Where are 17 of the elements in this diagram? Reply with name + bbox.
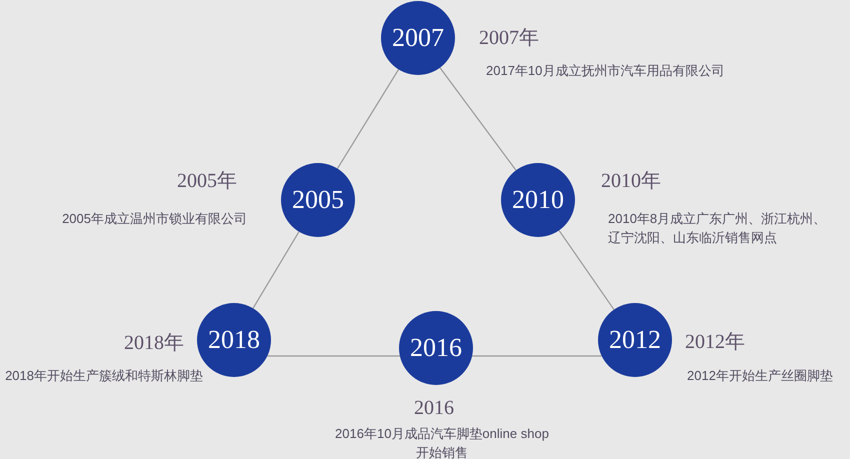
year-heading: 2005年 xyxy=(177,169,237,193)
connector-line xyxy=(336,69,400,169)
connector-line xyxy=(440,67,516,171)
year-heading: 2016 xyxy=(414,396,454,420)
year-heading: 2007年 xyxy=(479,26,539,50)
year-heading: 2010年 xyxy=(601,169,661,193)
connector-line xyxy=(558,230,614,310)
event-description: 2012年开始生产丝圈脚垫 xyxy=(687,366,833,384)
connector-line xyxy=(267,355,400,357)
event-description: 2005年成立温州市锁业有限公司 xyxy=(62,210,247,228)
connector-line xyxy=(252,231,300,309)
event-description: 2010年8月成立广东广州、浙江杭州、辽宁沈阳、山东临沂销售网点 xyxy=(608,210,828,246)
connector-line xyxy=(472,355,602,357)
year-heading: 2018年 xyxy=(124,331,184,355)
event-description: 2017年10月成立抚州市汽车用品有限公司 xyxy=(486,62,724,80)
event-description: 2016年10月成品汽车脚垫online shop开始销售 xyxy=(334,424,550,459)
year-heading: 2012年 xyxy=(685,330,745,354)
